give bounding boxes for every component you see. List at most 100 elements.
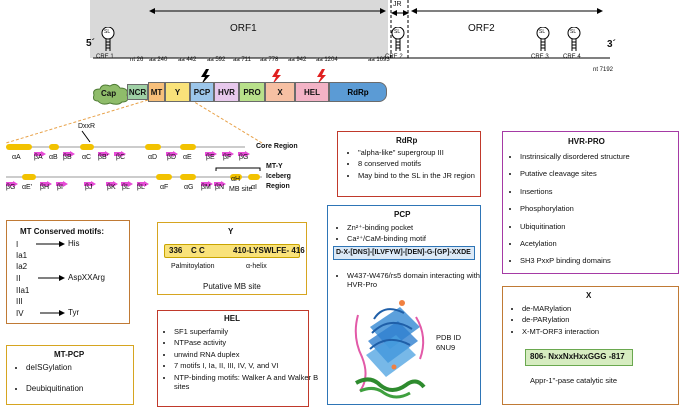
hel-item: unwind RNA duplex xyxy=(174,350,320,359)
beta-strand xyxy=(114,144,126,157)
sl-cre2-text: SL xyxy=(394,29,401,35)
mtpcp-title: MT-PCP xyxy=(54,350,85,359)
beta-strand xyxy=(137,174,149,187)
beta-strand xyxy=(121,174,133,187)
mtpcp-box xyxy=(6,345,134,405)
domain-x: X xyxy=(265,82,295,102)
cleavage-bolt-1 xyxy=(201,69,210,85)
x-item: X-MT-ORF3 interaction xyxy=(522,327,599,336)
cre3-label: CRE 3 xyxy=(531,54,549,60)
y-seq: 410-LYSWLFE- 416 xyxy=(233,246,305,255)
domain-rdrp: RdRp xyxy=(329,82,387,102)
cre4-label: CRE 4 xyxy=(563,54,581,60)
x-title: X xyxy=(586,291,592,300)
beta-strand xyxy=(84,174,96,187)
mt-motifs-box xyxy=(6,220,130,324)
aa-label: aa 711 xyxy=(233,57,251,63)
jr-label: JR xyxy=(393,1,402,8)
cre2-label: CRE 2 xyxy=(385,54,403,60)
hvr-pro-title: HVR-PRO xyxy=(568,137,605,146)
beta-strand xyxy=(98,144,110,157)
ss-label: βC xyxy=(116,154,126,161)
mt-motif-item: IV xyxy=(16,309,24,318)
pdb-label-1: PDB ID xyxy=(436,333,462,342)
alpha-helix xyxy=(6,144,32,150)
pcp-motif: D-X-[DNS]-[ILVFYW]-[DEN]-G-[GP]-XXDE xyxy=(336,249,471,256)
beta-strand xyxy=(166,144,178,157)
ss-label: βN xyxy=(215,184,225,191)
y-seq-bar xyxy=(164,244,300,258)
protein-structure-image xyxy=(350,297,430,401)
sl-cre4 xyxy=(567,26,581,51)
dxxr-label: DxxR xyxy=(78,123,96,130)
beta-strand xyxy=(6,174,18,187)
core-region-label: Core Region xyxy=(256,143,298,150)
hel-item: 7 motifs I, Ia, II, III, IV, V, and VI xyxy=(174,361,320,370)
sl-cre1-text: SL xyxy=(104,29,111,35)
domain-hvr: HVR xyxy=(214,82,239,102)
beta-strand xyxy=(205,144,217,157)
three-prime-label: 3´ xyxy=(607,39,616,50)
nt26-label: nt 26 xyxy=(130,57,144,63)
asp-label: AspXXArg xyxy=(68,273,105,282)
aa-label: aa 778 xyxy=(260,57,279,63)
cre1-label: CRE 1 xyxy=(96,54,114,60)
ss-label: βB' xyxy=(98,154,109,161)
ss-label: αH xyxy=(231,176,241,183)
pdb-label-2: 6NU9 xyxy=(436,343,456,352)
alpha-helix xyxy=(180,174,196,180)
hvr-item: Putative cleavage sites xyxy=(520,169,630,178)
domain-pcp: PCP xyxy=(190,82,214,102)
y-box xyxy=(157,222,307,295)
sl-cre4-text: SL xyxy=(570,29,577,35)
hvr-pro-box xyxy=(502,131,679,274)
domain-pro: PRO xyxy=(239,82,265,102)
alpha-helix xyxy=(156,174,172,180)
ss-label: βL xyxy=(122,184,130,191)
hel-list: SF1 superfamily NTPase activity unwind R… xyxy=(160,327,320,393)
mt-motif-item: III xyxy=(16,297,23,306)
orf1-label: ORF1 xyxy=(230,23,257,34)
ss-label: αD xyxy=(148,154,158,161)
y-n336: 336 xyxy=(169,246,183,255)
ss-label: βH xyxy=(40,184,50,191)
x-item: de-PARylation xyxy=(522,315,599,324)
mt-motif-item: IIa1 xyxy=(16,286,30,295)
beta-strand xyxy=(56,174,68,187)
alpha-helix xyxy=(80,144,94,150)
alpha-helix xyxy=(248,174,260,180)
aa-label: aa 442 xyxy=(178,57,197,63)
ss-label: βF xyxy=(223,154,232,161)
rdrp-item: "alpha-like" supergroup III xyxy=(358,148,492,157)
nt7192-label: nt 7192 xyxy=(593,67,614,73)
beta-strand xyxy=(214,174,226,187)
beta-strand xyxy=(63,144,75,157)
x-box xyxy=(502,286,679,405)
domain-y: Y xyxy=(165,82,190,102)
mt-motif-item: Ia2 xyxy=(16,262,28,271)
pcp-title: PCP xyxy=(394,210,411,219)
sl-cre2 xyxy=(391,26,405,51)
hvr-item: Insertions xyxy=(520,187,630,196)
cleavage-bolt-3 xyxy=(317,69,326,85)
pcp-item: Ca²⁺/CaM-binding motif xyxy=(347,234,426,243)
aa-label: aa 592 xyxy=(207,57,226,63)
alpha-helix xyxy=(230,174,242,180)
aa-label: aa 1204 xyxy=(316,57,338,63)
beta-strand xyxy=(106,174,118,187)
rdrp-list: "alpha-like" supergroup III 8 conserved … xyxy=(344,148,492,182)
y-cc: C C xyxy=(191,246,205,255)
hel-box xyxy=(157,310,309,407)
alpha-helix xyxy=(180,144,196,150)
ss-label: αF xyxy=(160,184,169,191)
ss-label: βI xyxy=(57,184,63,191)
domain-ncr: NCR xyxy=(127,84,148,100)
beta-strand xyxy=(34,144,46,157)
hel-item: SF1 superfamily xyxy=(174,327,320,336)
tyr-label: Tyr xyxy=(68,308,80,317)
rdrp-item: 8 conserved motifs xyxy=(358,159,492,168)
x-motif-box xyxy=(525,349,633,366)
ss-label: αE' xyxy=(22,184,33,191)
